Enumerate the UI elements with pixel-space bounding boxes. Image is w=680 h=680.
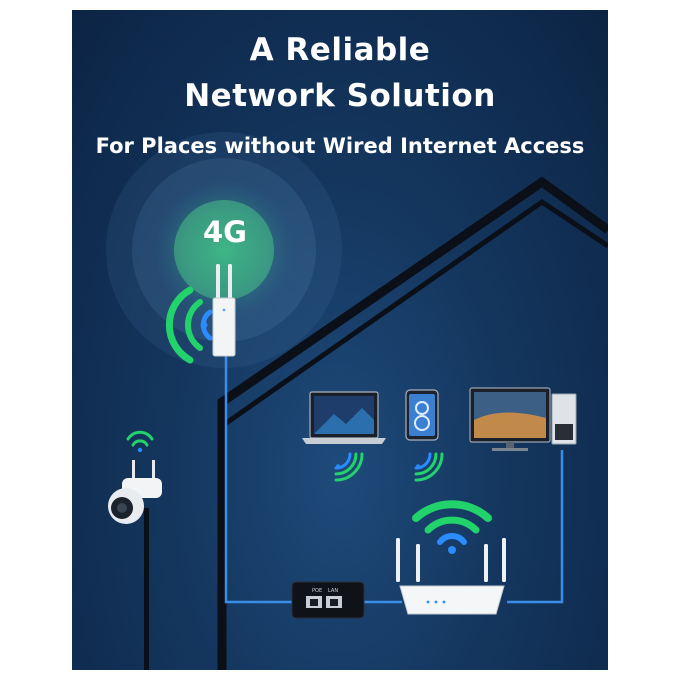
wifi-signal-icon bbox=[126, 430, 154, 453]
signal-halo bbox=[106, 132, 342, 368]
page-title-line2: Network Solution bbox=[184, 78, 496, 114]
desktop-pc-icon bbox=[469, 387, 577, 451]
wifi-signal-icon bbox=[414, 452, 444, 482]
tablet-icon bbox=[405, 389, 439, 441]
hero-panel: A Reliable Network Solution For Places w… bbox=[72, 10, 608, 670]
page-subtitle: For Places without Wired Internet Access bbox=[95, 134, 585, 158]
house-outline-icon bbox=[217, 176, 608, 670]
security-camera-icon bbox=[108, 460, 162, 670]
lan-port-label: LAN bbox=[328, 588, 339, 594]
poe-port-label: POE bbox=[312, 588, 323, 594]
cpe-4g-label: 4G bbox=[203, 215, 247, 249]
poe-injector-icon bbox=[291, 581, 365, 619]
ethernet-cables bbox=[224, 355, 564, 604]
page-title-line1: A Reliable bbox=[249, 32, 431, 68]
network-scene bbox=[106, 132, 608, 670]
wifi-signal-icon bbox=[165, 286, 213, 364]
wifi-signal-icon bbox=[412, 500, 492, 554]
laptop-icon bbox=[302, 391, 386, 444]
wifi-signal-icon bbox=[334, 452, 364, 482]
4g-antenna-icon bbox=[212, 264, 236, 357]
router-icon bbox=[396, 538, 506, 615]
